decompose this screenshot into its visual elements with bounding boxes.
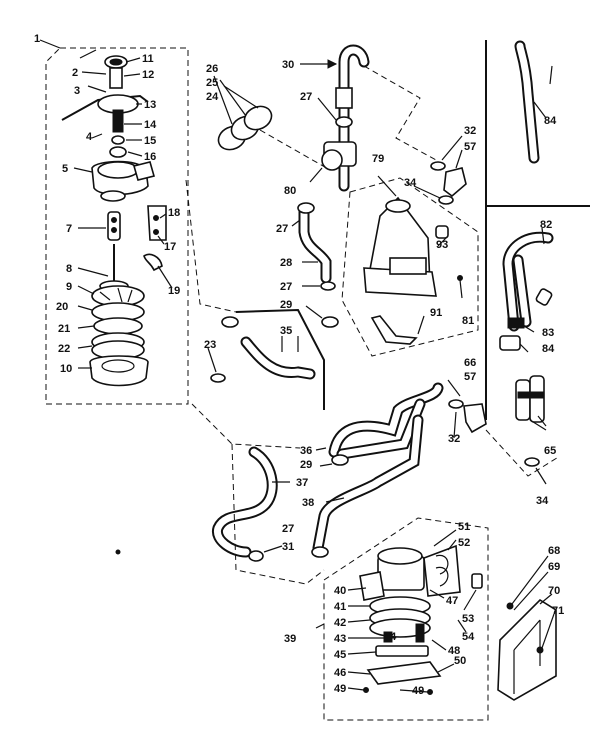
motor-assembly-group <box>315 517 489 721</box>
callout-label: 20 <box>56 301 68 313</box>
callout-label: 18 <box>168 207 180 219</box>
callout-label: 4 <box>86 131 93 143</box>
ring-seals-group <box>213 75 273 151</box>
bracket-35-group <box>185 179 325 449</box>
callout-label: 25 <box>206 77 218 89</box>
callout-label: 49 <box>334 683 346 695</box>
callout-label: 65 <box>544 445 556 457</box>
callout-label: 42 <box>334 617 346 629</box>
callout-label: 80 <box>284 185 296 197</box>
callout-label: 12 <box>142 69 154 81</box>
callout-label: 13 <box>144 99 156 111</box>
callout-label: 84 <box>542 343 555 355</box>
callout-label: 27 <box>300 91 312 103</box>
right-lower-fittings-group <box>447 375 561 485</box>
callout-label: 22 <box>58 343 70 355</box>
right-hose-84-group <box>485 40 590 420</box>
callout-label: 38 <box>302 497 314 509</box>
callout-label: 30 <box>282 59 294 71</box>
callout-label: 3 <box>74 85 80 97</box>
callout-label: 2 <box>72 67 78 79</box>
callout-label: 54 <box>462 631 475 643</box>
callout-label: 70 <box>548 585 560 597</box>
callout-label: 84 <box>544 115 557 127</box>
callout-label: 35 <box>280 325 292 337</box>
callout-label: 66 <box>464 357 476 369</box>
callout-label: 50 <box>454 655 466 667</box>
callout-label: 27 <box>276 223 288 235</box>
callout-label: 23 <box>204 339 216 351</box>
right-upper-fittings-group <box>413 135 467 247</box>
callout-label: 15 <box>144 135 156 147</box>
callout-label: 82 <box>540 219 552 231</box>
callout-label: 32 <box>464 125 476 137</box>
mounting-bracket-group <box>115 549 557 701</box>
callout-label: 8 <box>66 263 72 275</box>
callout-label: 29 <box>280 299 292 311</box>
callout-label: 57 <box>464 141 476 153</box>
callout-label: 27 <box>282 523 294 535</box>
callout-label: 43 <box>334 633 346 645</box>
callout-label: 28 <box>280 257 292 269</box>
callout-label: 36 <box>300 445 312 457</box>
callout-label: 14 <box>144 119 157 131</box>
callout-label: 31 <box>282 541 294 553</box>
callout-label: 39 <box>284 633 296 645</box>
callout-label: 11 <box>142 53 154 65</box>
callout-label: 41 <box>334 601 346 613</box>
callout-label: 1 <box>34 33 40 45</box>
callout-label: 68 <box>548 545 560 557</box>
callout-label: 47 <box>446 595 458 607</box>
callout-label: 21 <box>58 323 70 335</box>
callout-label: 69 <box>548 561 560 573</box>
callout-label: 16 <box>144 151 156 163</box>
callout-label: 51 <box>458 521 470 533</box>
callout-label: 17 <box>164 241 176 253</box>
callout-label: 71 <box>552 605 564 617</box>
callout-label: 49 <box>412 685 424 697</box>
lower-hoses-group <box>212 382 444 585</box>
drain-pipe-group <box>291 202 339 328</box>
callout-label: 9 <box>66 281 72 293</box>
callout-label: 48 <box>448 645 460 657</box>
right-hose-82-group <box>499 227 554 353</box>
callout-label: 40 <box>334 585 346 597</box>
callout-label: 83 <box>542 327 554 339</box>
tub-assembly-group <box>341 175 479 357</box>
callout-label: 91 <box>430 307 442 319</box>
callout-label: 52 <box>458 537 470 549</box>
callout-label: 10 <box>60 363 72 375</box>
callout-label: 79 <box>372 153 384 165</box>
callout-label: 7 <box>66 223 72 235</box>
pump-subassembly-group <box>39 39 189 405</box>
callout-label: 26 <box>206 63 218 75</box>
callout-label: 5 <box>62 163 68 175</box>
callout-label: 19 <box>168 285 180 297</box>
callout-label: 24 <box>206 91 219 103</box>
callout-label: 93 <box>436 239 448 251</box>
callout-label: 57 <box>464 371 476 383</box>
callout-label: 32 <box>448 433 460 445</box>
callout-label: 44 <box>384 631 397 643</box>
inlet-hose-group <box>259 44 437 192</box>
callout-label: 34 <box>404 177 417 189</box>
callout-label: 81 <box>462 315 474 327</box>
callout-label: 34 <box>536 495 549 507</box>
callout-labels: 1 2 3 4 5 7 8 9 10 11 12 13 14 15 16 17 … <box>34 33 564 697</box>
callout-label: 27 <box>280 281 292 293</box>
callout-label: 53 <box>462 613 474 625</box>
callout-label: 45 <box>334 649 346 661</box>
callout-label: 29 <box>300 459 312 471</box>
callout-label: 37 <box>296 477 308 489</box>
callout-label: 46 <box>334 667 346 679</box>
